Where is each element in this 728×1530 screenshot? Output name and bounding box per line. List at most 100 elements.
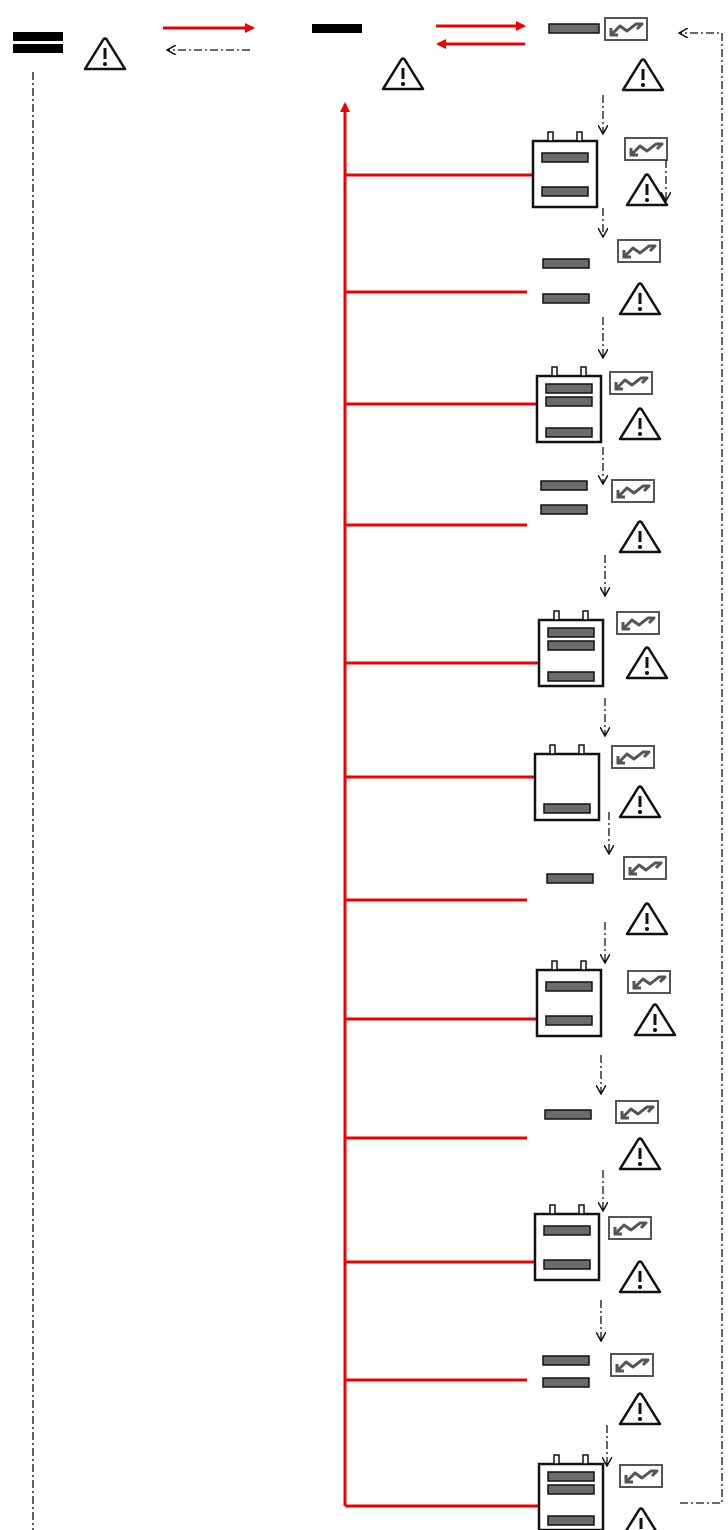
stage-6 — [345, 698, 662, 822]
trend-line — [625, 1469, 659, 1483]
container-tab-right — [576, 131, 583, 142]
warning-exclamation-dot — [645, 927, 649, 931]
bar-block-icon — [548, 23, 600, 34]
warning-triangle-icon — [633, 1003, 677, 1037]
bar-block-icon — [547, 1484, 595, 1495]
container-tab-left — [551, 366, 558, 377]
trend-chart-icon — [616, 611, 660, 635]
trend-chart-icon — [627, 970, 671, 994]
warning-exclamation-dot — [641, 83, 645, 87]
warning-triangle-icon — [625, 646, 669, 680]
warning-exclamation-dot — [103, 62, 107, 66]
stage-2 — [345, 208, 662, 316]
trend-line — [630, 142, 664, 156]
bar-block-icon — [541, 186, 589, 197]
trend-arrowhead — [615, 1364, 624, 1373]
bar-block-icon — [543, 1225, 591, 1236]
bar-block-icon — [547, 640, 595, 651]
container-box-icon — [533, 744, 601, 822]
stage-7 — [345, 812, 669, 936]
trend-arrowhead — [613, 1227, 622, 1236]
bar-block-icon — [540, 480, 588, 491]
stage-8 — [345, 922, 677, 1038]
bar-block-icon — [545, 396, 593, 407]
bar-block-icon — [542, 1377, 590, 1388]
bar-block-icon — [542, 1355, 590, 1366]
container-tab-left — [547, 131, 554, 142]
trend-arrowhead — [616, 756, 625, 765]
warning-triangle-icon — [625, 173, 669, 207]
bar-block-icon — [545, 383, 593, 394]
trend-chart-icon — [610, 1353, 654, 1377]
trend-line — [623, 244, 657, 258]
bar-block-icon — [547, 1471, 595, 1482]
bar-block-icon — [542, 293, 590, 304]
trend-arrowhead — [621, 622, 630, 631]
bar-block-icon — [547, 1515, 595, 1526]
trend-line — [614, 1221, 648, 1235]
container-tab-left — [549, 744, 556, 755]
warning-triangle-icon — [618, 520, 662, 554]
warning-triangle-icon — [625, 902, 669, 936]
container-tab-right — [582, 610, 589, 621]
container-box-icon — [531, 131, 599, 209]
connector-lines — [32, 33, 723, 1530]
warning-exclamation-dot — [653, 1028, 657, 1032]
container-tab-right — [580, 366, 587, 377]
stage-3 — [345, 317, 662, 444]
container-tab-right — [578, 744, 585, 755]
container-tab-right — [580, 960, 587, 971]
warning-triangle-icon — [618, 282, 662, 316]
container-box-icon — [537, 1454, 605, 1530]
stage-5 — [345, 555, 669, 688]
warning-exclamation-dot — [645, 671, 649, 675]
header-bar-middle — [312, 24, 362, 33]
header-bar-left — [13, 44, 63, 53]
warning-triangle-icon — [618, 785, 662, 819]
trend-chart-icon — [623, 856, 667, 880]
trend-line — [617, 484, 651, 498]
bar-block-icon — [547, 671, 595, 682]
warning-triangle-icon — [381, 57, 425, 91]
warning-triangle-icon — [618, 1137, 662, 1171]
bar-block-icon — [542, 258, 590, 269]
trend-chart-icon — [617, 239, 661, 263]
trend-line — [621, 1105, 655, 1119]
warning-triangle-icon — [618, 407, 662, 441]
stage-1 — [345, 95, 669, 209]
stage-10 — [345, 1170, 662, 1294]
trend-chart-icon — [604, 17, 648, 41]
stage-9 — [345, 1055, 662, 1171]
bar-block-icon — [546, 873, 594, 884]
container-box-icon — [533, 1204, 601, 1282]
trend-arrowhead — [614, 382, 623, 391]
container-body — [535, 968, 603, 1038]
container-tab-left — [549, 1204, 556, 1215]
stage-12 — [345, 1425, 663, 1530]
container-box-icon — [537, 610, 605, 688]
warning-triangle-icon — [618, 1260, 662, 1294]
stages-group — [345, 95, 677, 1530]
bar-block-icon — [544, 1109, 592, 1120]
stage-11 — [345, 1300, 662, 1426]
container-tab-right — [582, 1454, 589, 1465]
trend-line — [617, 750, 651, 764]
trend-arrowhead — [629, 148, 638, 157]
warning-triangle-icon — [618, 1392, 662, 1426]
warning-exclamation-dot — [638, 307, 642, 311]
bar-block-icon — [545, 1015, 593, 1026]
warning-exclamation-dot — [638, 1417, 642, 1421]
trend-arrowhead — [622, 250, 631, 259]
bar-block-icon — [547, 627, 595, 638]
header-bar-left — [13, 32, 63, 41]
warning-triangle-icon — [83, 37, 127, 71]
container-box-icon — [535, 366, 603, 444]
warning-exclamation-dot — [638, 1285, 642, 1289]
bar-block-icon — [543, 803, 591, 814]
trend-line — [616, 1358, 650, 1372]
container-tab-left — [553, 610, 560, 621]
trend-chart-icon — [615, 1100, 659, 1124]
warning-exclamation-dot — [638, 545, 642, 549]
trend-line — [615, 376, 649, 390]
